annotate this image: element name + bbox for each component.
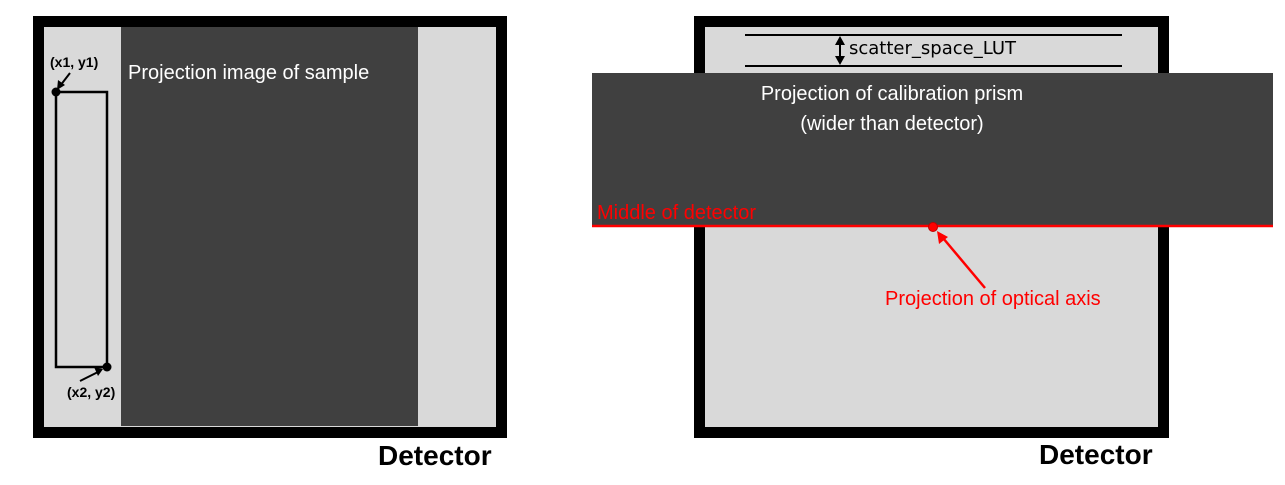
left-detector-label: Detector (378, 440, 492, 471)
lut-arrowhead-down (835, 56, 845, 65)
optical-axis-label: Projection of optical axis (885, 288, 1101, 310)
sample-projection (121, 27, 418, 426)
prism-projection (592, 73, 1273, 227)
optical-axis-arrowhead (937, 231, 948, 244)
right-detector-label: Detector (1039, 439, 1153, 470)
corner-bottom-arrow (79, 371, 99, 382)
prism-label-line1: Projection of calibration prism (760, 83, 1024, 105)
middle-of-detector-label: Middle of detector (597, 202, 756, 224)
optical-axis-marker (928, 222, 938, 232)
lut-arrowhead-up (835, 36, 845, 45)
corner-top-marker (51, 87, 61, 97)
optical-axis-arrow (942, 237, 986, 289)
prism-label-line2: (wider than detector) (800, 113, 984, 135)
corner-top-arrowhead (57, 80, 65, 90)
corner-top-label: (x1, y1) (50, 54, 99, 70)
sample-projection-label: Projection image of sample (128, 62, 370, 84)
lut-label: scatter_space_LUT (849, 38, 1017, 59)
corner-bottom-marker (102, 362, 112, 372)
roi-rectangle (54, 90, 109, 369)
corner-bottom-arrowhead (94, 367, 103, 376)
corner-bottom-label: (x2, y2) (67, 384, 116, 400)
